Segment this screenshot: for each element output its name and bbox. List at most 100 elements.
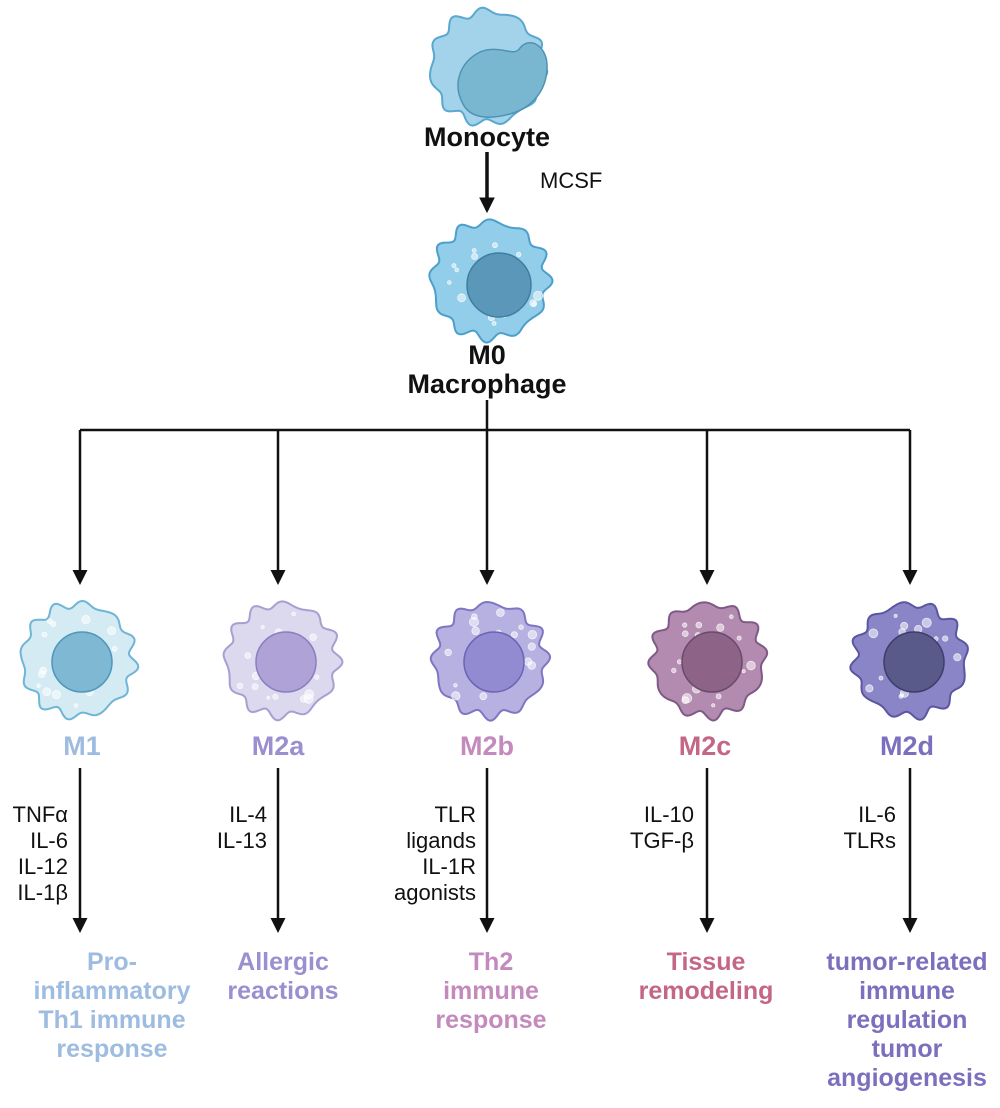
vesicle xyxy=(41,631,48,638)
vesicle xyxy=(471,248,477,253)
vesicle xyxy=(81,614,91,625)
vesicle xyxy=(510,631,518,639)
vesicle xyxy=(451,263,457,269)
m2a-factors: IL-4 IL-13 xyxy=(217,802,267,854)
m2a-label: M2a xyxy=(251,731,305,761)
vesicle xyxy=(236,682,244,689)
m2b-factor: IL-1R xyxy=(422,854,476,879)
vesicle xyxy=(531,301,537,307)
m1-outcome-line: Th1 immune xyxy=(38,1006,186,1034)
vesicle xyxy=(527,630,538,640)
vesicle xyxy=(266,695,271,700)
m1-outcome: Pro- inflammatory Th1 immune response xyxy=(34,948,191,1064)
m2a-outcome-line: reactions xyxy=(227,977,339,1005)
m2c-factor: TGF-β xyxy=(630,828,694,853)
m2b-outcome-line: immune xyxy=(443,977,539,1005)
m2c-factor: IL-10 xyxy=(643,802,694,827)
vesicle xyxy=(676,659,683,665)
vesicle xyxy=(111,645,118,652)
vesicle xyxy=(942,635,949,642)
m2c-vesicles xyxy=(671,614,756,708)
m2b-nucleus xyxy=(463,631,525,693)
vesicle xyxy=(728,614,734,619)
vesicle xyxy=(471,252,479,260)
vesicle xyxy=(491,320,497,326)
vesicle xyxy=(73,703,79,708)
m2b-factor: agonists xyxy=(394,880,476,905)
m1-cell xyxy=(19,599,140,721)
vesicle xyxy=(682,622,688,628)
m1-factor: TNFα xyxy=(12,802,68,827)
m2a-outcome-line: Allergic xyxy=(237,948,329,976)
vesicle xyxy=(953,653,962,662)
m1-outcome-line: response xyxy=(56,1035,168,1063)
vesicle xyxy=(716,623,725,632)
mcsf-label: MCSF xyxy=(540,168,603,193)
m2a-factor: IL-13 xyxy=(216,828,267,853)
m0-label: M0 xyxy=(468,340,506,370)
m2d-outcome-line: immune xyxy=(859,977,955,1005)
subtype-cells xyxy=(19,599,969,722)
vesicle xyxy=(309,633,317,641)
m2a-factor: IL-4 xyxy=(229,802,267,827)
m2b-outcome: Th2 immune response xyxy=(435,948,546,1035)
vesicle xyxy=(681,693,693,704)
m2d-factor: IL-6 xyxy=(858,802,896,827)
m2c-outcome-line: remodeling xyxy=(638,977,774,1005)
vesicle xyxy=(291,611,297,617)
vesicle xyxy=(457,293,467,303)
m2b-factor: ligands xyxy=(406,828,476,853)
monocyte-cell xyxy=(428,6,549,127)
vesicle xyxy=(272,693,279,700)
vesicle xyxy=(741,669,746,674)
vesicle xyxy=(107,626,117,636)
vesicle xyxy=(50,620,57,628)
monocyte-nucleus xyxy=(457,42,548,118)
m1-nucleus xyxy=(51,631,113,693)
vesicle xyxy=(695,621,703,629)
vesicle xyxy=(36,683,41,688)
m0-nucleus xyxy=(466,252,532,318)
m2c-cell xyxy=(647,601,769,722)
vesicle xyxy=(453,683,458,688)
vesicle xyxy=(251,683,259,690)
m2c-label: M2c xyxy=(678,731,732,761)
m2c-outcome: Tissue remodeling xyxy=(639,948,774,1006)
vesicle xyxy=(671,667,677,674)
m1-label: M1 xyxy=(63,731,101,761)
vesicle xyxy=(496,608,505,617)
macrophage-label: Macrophage xyxy=(407,369,567,399)
vesicle xyxy=(244,652,252,659)
vesicle xyxy=(523,657,533,666)
m2d-outcome-line: tumor-related xyxy=(826,948,988,976)
m2b-factors: TLR ligands IL-1R agonists xyxy=(394,802,476,906)
m2b-cell xyxy=(429,600,552,722)
vesicle xyxy=(37,670,46,678)
vesicle xyxy=(260,625,265,630)
m2d-outcome-line: regulation xyxy=(846,1006,968,1034)
m1-factor: IL-6 xyxy=(30,828,68,853)
m2b-factor: TLR xyxy=(434,802,476,827)
m1-factor: IL-1β xyxy=(17,880,68,905)
vesicle xyxy=(491,242,498,249)
branch-arrows xyxy=(72,430,918,585)
vesicle xyxy=(746,660,756,671)
vesicle xyxy=(533,290,544,301)
branch-connectors xyxy=(72,400,918,933)
vesicle xyxy=(527,642,536,651)
vesicle xyxy=(446,280,452,285)
m1-factor: IL-12 xyxy=(17,854,68,879)
vesicle xyxy=(878,675,884,681)
m1-factors: TNFα IL-6 IL-12 IL-1β xyxy=(13,802,68,906)
vesicle xyxy=(314,674,320,680)
m2d-cell xyxy=(849,601,969,721)
effect-arrows xyxy=(72,768,918,933)
vesicle xyxy=(893,613,898,618)
m2a-outcome: Allergic reactions xyxy=(227,948,338,1006)
vesicle xyxy=(518,624,524,630)
m2c-nucleus xyxy=(681,631,743,693)
m0-macrophage-cell xyxy=(428,218,554,344)
m2a-nucleus xyxy=(255,631,317,693)
